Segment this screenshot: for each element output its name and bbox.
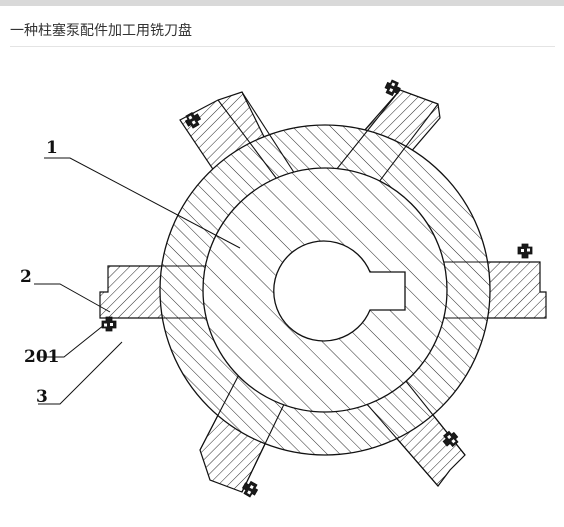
central-bore-keyway xyxy=(273,240,406,342)
callout-3: 3 xyxy=(36,387,48,407)
page-title: 一种柱塞泵配件加工用铣刀盘 xyxy=(10,23,192,39)
top-bar xyxy=(0,0,564,6)
leader-lines xyxy=(34,157,241,405)
insert-left xyxy=(101,316,117,332)
callout-2: 2 xyxy=(20,267,32,287)
leader-2 xyxy=(34,283,111,313)
leader-3 xyxy=(38,341,123,405)
leader-201 xyxy=(40,324,105,358)
title-divider xyxy=(10,46,555,47)
insert-right xyxy=(517,243,533,259)
callout-201: 201 xyxy=(24,347,60,367)
leader-1 xyxy=(44,157,241,249)
callout-1: 1 xyxy=(46,138,58,158)
